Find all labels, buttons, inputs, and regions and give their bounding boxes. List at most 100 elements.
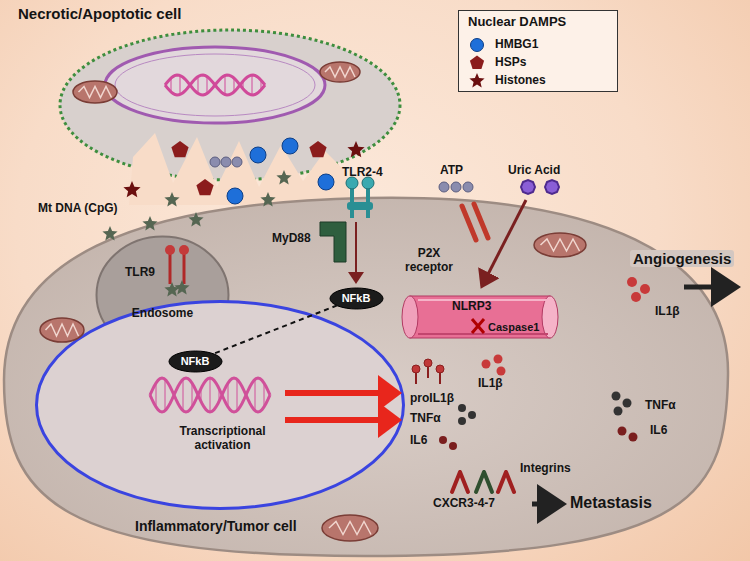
callout-label: NLRP3 (452, 300, 491, 314)
dna-rung (216, 84, 217, 87)
callout-label: P2X receptor (398, 247, 460, 275)
mitochondrion-crista (325, 67, 355, 77)
hsp-molecule (196, 179, 213, 195)
atp-molecule (232, 157, 242, 167)
legend-title: Nuclear DAMPS (468, 15, 566, 30)
callout-label: Angiogenesis (630, 250, 734, 267)
mtdna-cpg (188, 212, 203, 227)
legend-text: Histones (495, 74, 546, 88)
callout-label: TNFα (410, 412, 441, 426)
callout-label: proIL1β (410, 392, 454, 406)
shape (330, 288, 383, 309)
hsp-molecule (309, 141, 326, 157)
dna-rung (252, 75, 253, 95)
atp-molecule (210, 157, 220, 167)
callout-label: TNFα (645, 399, 676, 413)
legend-text: HMBG1 (495, 38, 538, 52)
nfkb-oval: NFkB (169, 351, 222, 372)
callout-label: IL6 (650, 424, 667, 438)
callout-label: MyD88 (272, 232, 311, 246)
dna-helix (150, 378, 270, 412)
callout-label: TLR2-4 (342, 166, 383, 180)
dna-rung (183, 379, 184, 410)
legend-symbol (470, 56, 484, 70)
mtdna-cpg (276, 170, 291, 185)
mitochondrion (534, 233, 586, 257)
oval-label: NFkB (181, 355, 210, 368)
dna-rung (228, 383, 229, 407)
dna-rung (198, 77, 199, 94)
atp-molecule (221, 157, 231, 167)
dna-rung (234, 78, 235, 92)
mtdna-cpg (164, 282, 179, 297)
histone-molecule (347, 141, 364, 157)
node-label: Inflammatory/Tumor cell (135, 518, 297, 534)
dna-rung (201, 388, 202, 401)
callout-label: Mt DNA (CpG) (38, 202, 118, 216)
dna-rung (219, 388, 220, 401)
callout-label: Uric Acid (508, 164, 560, 178)
shape (169, 351, 222, 372)
dna-rung (207, 77, 208, 94)
dna-rung (156, 383, 157, 407)
mitochondrion (40, 318, 84, 342)
mitochondrion-crista (79, 87, 112, 98)
mitochondrion (322, 515, 378, 541)
dna-rung (189, 84, 190, 87)
dashed-connector (214, 305, 337, 353)
hsp-molecule (171, 141, 188, 157)
node-label: Transcriptional activation (160, 425, 285, 453)
cell-membrane (4, 198, 728, 556)
mitochondrion-crista (46, 324, 79, 336)
node-label: Endosome (132, 307, 193, 321)
mtdna-cpg (174, 280, 189, 295)
hmgb1-molecule (227, 188, 243, 204)
callout-label: ATP (440, 164, 463, 178)
myd88-adaptor (320, 222, 346, 262)
nfkb-oval: NFkB (330, 288, 383, 309)
callout-label: Integrins (520, 462, 571, 476)
dna-helix (150, 378, 270, 412)
broken-membrane (60, 30, 400, 180)
dna-rung (261, 80, 262, 90)
shape (37, 302, 404, 509)
legend-symbol (469, 73, 484, 88)
mtdna-cpg (164, 192, 179, 207)
hmgb1-molecule (282, 138, 298, 154)
nucleus: Transcriptional activation NFkB (35, 300, 405, 510)
nlrp3-inflammasome (402, 296, 558, 338)
dna-rung (243, 81, 244, 88)
hmgb1-molecule (318, 174, 334, 190)
tlr2-4-receptor (346, 177, 374, 218)
callout-label: Caspase1 (488, 321, 539, 334)
dna-rung (165, 379, 166, 410)
dna-rung (264, 383, 265, 407)
tlr9-receptor (165, 245, 189, 284)
node-label: Necrotic/Apoptotic cell (18, 5, 181, 22)
dna-rung (237, 379, 238, 410)
callout-label: IL1β (478, 377, 503, 391)
mitochondrion-crista (329, 522, 371, 535)
membrane-rupture (129, 133, 351, 205)
legend-symbol (471, 39, 484, 52)
integrin-receptors (452, 472, 514, 492)
dna-helix (165, 75, 265, 95)
dna-rung (192, 383, 193, 407)
hmgb1-molecule (250, 147, 266, 163)
dna-rung (225, 75, 226, 94)
mitochondrion (73, 81, 117, 103)
legend-text: HSPs (495, 56, 526, 70)
callout-label: Metastasis (570, 494, 652, 512)
dna-rung (171, 78, 172, 92)
mitochondrion (320, 62, 360, 82)
callout-label: IL1β (655, 305, 680, 319)
oval-label: NFkB (342, 292, 371, 305)
dna-helix (165, 75, 265, 95)
callout-label: IL6 (410, 434, 427, 448)
histone-molecule (123, 181, 140, 197)
nucleus-shape (35, 300, 405, 510)
dna-rung (180, 75, 181, 94)
